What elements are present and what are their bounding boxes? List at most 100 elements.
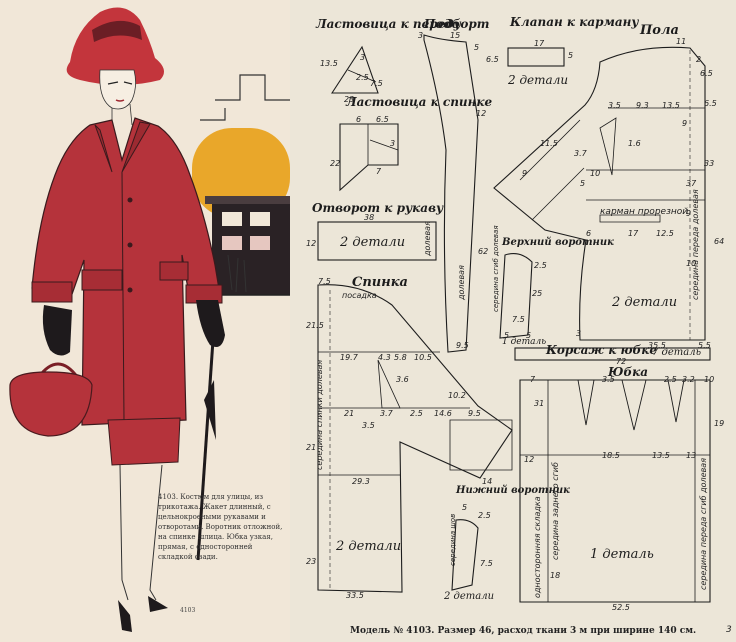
- dim: 5: [504, 331, 510, 340]
- dim: 9: [686, 209, 692, 218]
- dim: 9.3: [636, 101, 649, 110]
- dim: 6.5: [486, 55, 499, 64]
- shoe-left: [118, 600, 132, 632]
- yellow-sky-shape: [192, 128, 290, 218]
- dim: 62: [478, 247, 489, 256]
- dim: 10: [704, 375, 715, 384]
- front-pocket-note: карман прорезной: [600, 207, 689, 217]
- dim: 15: [450, 31, 461, 40]
- dim: 2.5: [356, 73, 369, 82]
- dim: 3.6: [396, 375, 409, 384]
- dim: 12.5: [656, 229, 674, 238]
- back-outline: [317, 284, 513, 593]
- dim: 6.5: [700, 69, 713, 78]
- dim: 12: [524, 455, 535, 464]
- dim: 33: [704, 159, 715, 168]
- skirt-outline: [519, 379, 711, 603]
- lower-collar-note: середина шов: [449, 513, 457, 566]
- dim: 19.7: [340, 353, 358, 362]
- title-gusset-front: Ластовица к переду: [316, 17, 461, 31]
- dim: 7.5: [512, 315, 525, 324]
- dim: 3.5: [602, 375, 615, 384]
- dim: 23: [306, 557, 317, 566]
- dim: 37: [686, 179, 697, 188]
- dim: 18: [550, 571, 561, 580]
- dim: 12: [306, 239, 317, 248]
- handbag: [9, 371, 93, 437]
- dim: 10.5: [414, 353, 432, 362]
- dim: 4.3: [378, 353, 391, 362]
- title-facing: Подборт: [424, 17, 490, 31]
- dim: 10: [686, 259, 697, 268]
- title-upper-collar: Верхний воротник: [502, 237, 614, 248]
- skirt-label-back: середина заднего сгиб: [551, 462, 560, 560]
- upper-collar-outline: [499, 253, 533, 339]
- dim: 13.5: [320, 59, 338, 68]
- dim: 3.7: [574, 149, 587, 158]
- pocket-flap-left: [81, 269, 123, 291]
- back-neckline-note: посадка: [342, 291, 377, 300]
- skirt-label-pleat: односторонняя складка: [533, 496, 542, 598]
- page-number: 3: [726, 625, 732, 635]
- lower-collar-outline: [451, 519, 479, 591]
- dim: 2.5: [478, 511, 491, 520]
- dim: 13: [686, 451, 697, 460]
- dim: 17: [534, 39, 545, 48]
- pocket-flap-right: [159, 261, 189, 281]
- dim: 3.2: [682, 375, 695, 384]
- dim: 35.5: [648, 341, 666, 350]
- dim: 13.5: [652, 451, 670, 460]
- dim: 6.5: [704, 99, 717, 108]
- dim: 31: [534, 399, 545, 408]
- dim: 6: [356, 115, 362, 124]
- dim: 6: [586, 229, 592, 238]
- dim: 5: [580, 179, 586, 188]
- shoe-right: [148, 596, 168, 612]
- dim: 5.8: [394, 353, 407, 362]
- footer-model-info: Модель № 4103. Размер 46, расход ткани 3…: [350, 626, 697, 636]
- front-outline: [493, 46, 706, 341]
- cuff-count: 2 детали: [340, 235, 406, 250]
- dim: 14: [482, 477, 493, 486]
- title-back: Спинка: [352, 275, 408, 290]
- hat-band: [92, 20, 142, 42]
- dim: 23: [344, 95, 355, 104]
- dim: 5: [462, 503, 468, 512]
- fashion-illustration: 4103: [9, 7, 290, 632]
- skirt-count: 1 деталь: [590, 547, 654, 562]
- dim: 25: [532, 289, 543, 298]
- cuff-outline: [317, 221, 437, 261]
- dim: 2.5: [534, 261, 547, 270]
- upper-collar-note: середина сгиб долевая: [492, 225, 500, 312]
- dim: 11.5: [540, 139, 558, 148]
- dim: 5.5: [698, 341, 711, 350]
- dim: 21.5: [306, 321, 324, 330]
- dim: 38: [364, 213, 375, 222]
- dim: 11: [676, 37, 687, 46]
- dim: 9.5: [456, 341, 469, 350]
- dim: 10.2: [448, 391, 466, 400]
- title-flap: Клапан к карману: [510, 15, 639, 29]
- dim: 9: [682, 119, 688, 128]
- rooftop-lines: [215, 74, 290, 101]
- front-count: 2 детали: [612, 295, 678, 310]
- title-lower-collar: Нижний воротник: [456, 485, 570, 496]
- dim: 2.5: [410, 409, 423, 418]
- gusset-back-outline: [339, 123, 399, 192]
- fashion-illustration-panel: 4103 4103. Костюм для улицы, из трикотаж…: [0, 0, 290, 642]
- skirt-label-front: середина переда сгиб долевая: [699, 457, 708, 590]
- cuff-grain: долевая: [423, 221, 432, 256]
- back-count: 2 детали: [336, 539, 402, 554]
- dim: 33.5: [346, 591, 364, 600]
- caption: 4103. Костюм для улицы, из трикотажа. Жа…: [158, 493, 283, 561]
- front-center-note: середина переда долевая: [691, 189, 700, 300]
- glove-right: [196, 300, 225, 348]
- dim: 13.5: [662, 101, 680, 110]
- dim: 12: [476, 109, 487, 118]
- dim: 2: [696, 55, 702, 64]
- flap-count: 2 детали: [508, 73, 569, 87]
- dim: 7.5: [480, 559, 493, 568]
- dim: 3.7: [380, 409, 393, 418]
- pattern-lines: [317, 34, 711, 603]
